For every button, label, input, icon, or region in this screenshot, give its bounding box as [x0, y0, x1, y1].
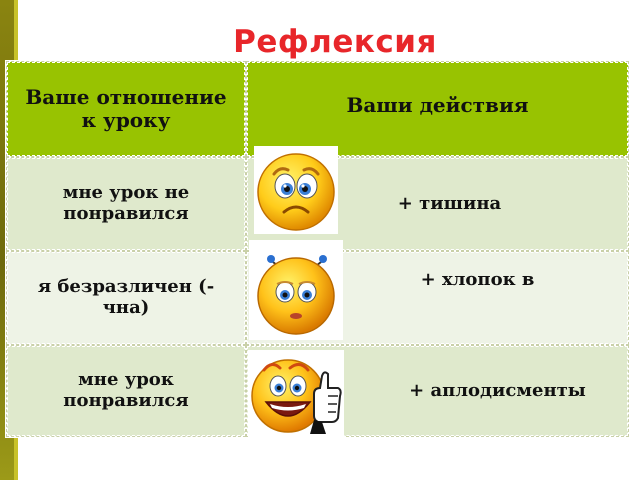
attitude-text-disliked: мне урок не понравился [62, 182, 190, 224]
attitude-cell-liked: мне урок понравился [6, 345, 246, 437]
attitude-text-indifferent: я безразличен (-чна) [37, 276, 215, 318]
neutral-face-icon [249, 240, 343, 340]
attitude-text-liked: мне урок понравился [63, 369, 189, 411]
header-attitude: Ваше отношение к уроку [6, 61, 246, 157]
header-actions-text: Ваши действия [346, 92, 529, 117]
slide-title: Рефлексия [233, 24, 437, 60]
happy-thumbs-up-face-icon [248, 350, 344, 438]
header-actions: Ваши действия [246, 61, 629, 157]
action-text-liked: + аплодисменты [409, 379, 586, 401]
attitude-cell-indifferent: я безразличен (-чна) [6, 251, 246, 345]
action-text-disliked: + тишина [397, 192, 502, 214]
action-text-indifferent: + хлопок в [420, 268, 535, 290]
sad-face-icon [254, 146, 338, 234]
header-attitude-text: Ваше отношение к уроку [25, 85, 227, 132]
attitude-cell-disliked: мне урок не понравился [6, 157, 246, 251]
